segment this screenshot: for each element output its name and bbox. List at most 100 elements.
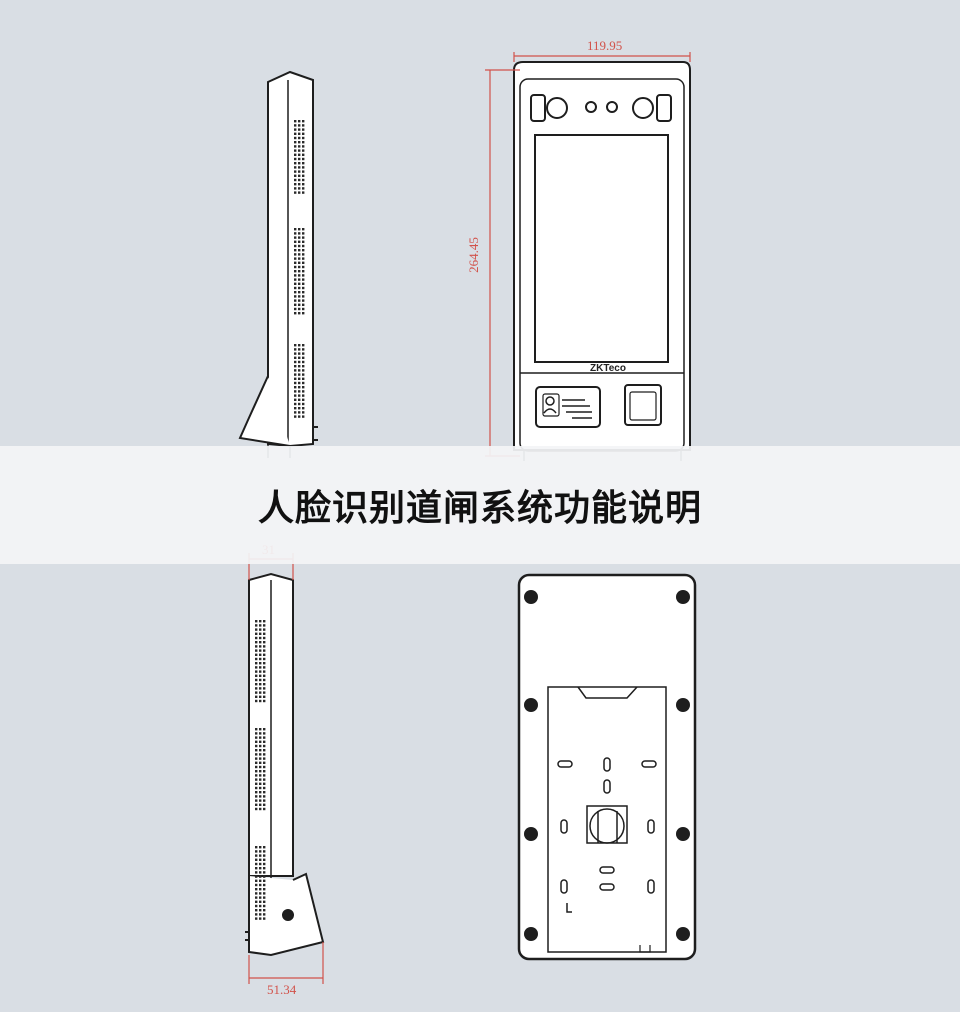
vent-dot	[259, 657, 262, 661]
vent-dot	[259, 695, 262, 698]
vent-dot	[263, 636, 266, 640]
vent-dot	[294, 299, 297, 302]
vent-dot	[302, 282, 305, 285]
front-view	[513, 61, 691, 461]
vent-dot	[255, 749, 258, 752]
vent-dot	[302, 128, 305, 131]
vent-dot	[294, 149, 297, 152]
vent-dot	[302, 136, 305, 140]
vent-dot	[259, 732, 262, 735]
vent-dot	[259, 871, 262, 874]
vent-dot	[259, 791, 262, 794]
vent-dot	[259, 875, 262, 878]
vent-dot	[298, 286, 301, 290]
vent-dot	[302, 124, 305, 127]
vent-dot	[255, 909, 258, 912]
vent-dot	[298, 282, 301, 285]
vent-dot	[259, 892, 262, 895]
vent-dot	[298, 170, 301, 173]
vent-dot	[255, 620, 258, 623]
vent-dot	[263, 913, 266, 916]
vent-dot	[255, 765, 258, 769]
vent-dot	[298, 344, 301, 347]
vent-dot	[259, 740, 262, 743]
vent-dot	[294, 352, 297, 355]
mounting-hole	[524, 698, 538, 712]
vent-dot	[298, 394, 301, 397]
vent-dot	[255, 786, 258, 790]
vent-dot	[263, 846, 266, 849]
vent-dot	[294, 291, 297, 294]
vent-dot	[298, 377, 301, 380]
back-slots	[557, 757, 657, 953]
vent-dot	[298, 295, 301, 298]
vent-dot	[255, 649, 258, 652]
vent-dot	[294, 270, 297, 273]
vent-dot	[298, 236, 301, 239]
vent-dot	[263, 850, 266, 853]
vent-dot	[298, 145, 301, 148]
vent-dot	[302, 352, 305, 355]
vent-dot	[263, 695, 266, 698]
side-view-top	[238, 70, 318, 458]
vent-dot	[259, 774, 262, 777]
vent-dot	[302, 183, 305, 186]
vent-dot	[302, 270, 305, 273]
vent-dot	[298, 174, 301, 177]
vent-dot	[263, 875, 266, 878]
vent-dot	[298, 270, 301, 273]
vent-dot	[294, 249, 297, 252]
vent-dot	[302, 411, 305, 414]
vent-dot	[302, 232, 305, 235]
vent-dot	[294, 124, 297, 127]
vent-dot	[263, 691, 266, 694]
vent-dot	[294, 120, 297, 123]
vent-dot	[263, 674, 266, 677]
vent-dot	[255, 732, 258, 735]
vent-dot	[263, 678, 266, 682]
vent-dot	[302, 369, 305, 372]
vent-dot	[255, 791, 258, 794]
vent-dot	[294, 244, 297, 248]
vent-dot	[263, 657, 266, 661]
vent-dot	[294, 257, 297, 260]
vent-dot	[255, 641, 258, 644]
vent-dot	[294, 157, 297, 161]
vent-dot	[255, 628, 258, 631]
vent-dot	[255, 636, 258, 640]
vent-dot	[263, 744, 266, 748]
vent-dot	[302, 373, 305, 376]
vent-dot	[294, 178, 297, 182]
vent-dot	[255, 670, 258, 673]
vent-dot	[298, 228, 301, 231]
vent-dot	[294, 415, 297, 418]
vent-dot	[263, 620, 266, 623]
vent-dot	[259, 683, 262, 686]
vent-dot	[298, 253, 301, 256]
vent-dot	[255, 803, 258, 806]
vent-dot	[263, 732, 266, 735]
vent-holes	[255, 620, 266, 920]
vent-dot	[255, 674, 258, 677]
indicator-light-icon	[606, 101, 618, 113]
mounting-hole	[524, 590, 538, 604]
vent-dot	[255, 799, 258, 802]
vent-dot	[263, 736, 266, 739]
vent-dot	[259, 749, 262, 752]
vent-dot	[298, 407, 301, 410]
device-logo: ZKTeco	[590, 363, 626, 374]
vent-dot	[263, 854, 266, 857]
vent-dot	[302, 365, 305, 368]
vent-dot	[259, 641, 262, 644]
vent-dot	[294, 170, 297, 173]
vent-dot	[259, 786, 262, 790]
vent-dot	[255, 744, 258, 748]
vent-dot	[298, 356, 301, 359]
vent-dot	[255, 645, 258, 648]
mounting-hole	[524, 827, 538, 841]
vent-dot	[259, 803, 262, 806]
vent-dot	[259, 917, 262, 920]
vent-dot	[255, 913, 258, 916]
vent-dot	[298, 390, 301, 393]
